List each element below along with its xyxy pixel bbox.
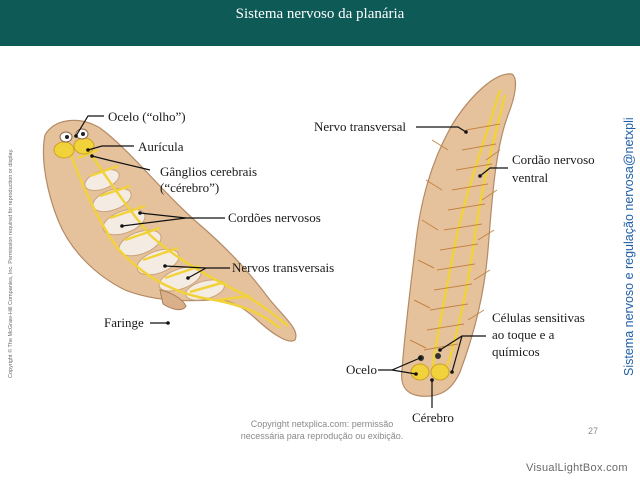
- svg-text:Sistema nervoso e regulação ne: Sistema nervoso e regulação nervosa@netx…: [622, 118, 636, 376]
- label-cordoes: Cordões nervosos: [228, 210, 321, 225]
- right-body: [400, 73, 517, 397]
- left-planaria: [42, 119, 297, 342]
- right-leader-lines: [378, 126, 508, 408]
- sidebar-vertical-text: Sistema nervoso e regulação nervosa@netx…: [622, 118, 636, 376]
- label-faringe: Faringe: [104, 315, 144, 330]
- label-ocelo-right: Ocelo: [346, 362, 377, 377]
- label-auricula: Aurícula: [138, 139, 184, 154]
- footer-line2: necessária para reprodução ou exibição.: [240, 431, 404, 441]
- planaria-diagram: Ocelo (“olho”) Aurícula Gânglios cerebra…: [42, 73, 595, 425]
- page-number: 27: [588, 426, 599, 436]
- left-nerve-cords: [68, 148, 289, 329]
- label-cerebro: Cérebro: [412, 410, 454, 425]
- label-nervo-transversal: Nervo transversal: [314, 119, 406, 134]
- label-cordao-line2: ventral: [512, 170, 548, 185]
- label-cordao-line1: Cordão nervoso: [512, 152, 595, 167]
- copyright-vertical: Copyright © The McGraw-Hill Companies, I…: [7, 148, 14, 378]
- svg-text:Copyright © The McGraw-Hill Co: Copyright © The McGraw-Hill Companies, I…: [7, 148, 14, 378]
- right-planaria: [400, 73, 517, 397]
- label-celulas-line2: ao toque e a: [492, 327, 555, 342]
- right-brain: [410, 353, 450, 381]
- right-transverse-nerves: [409, 123, 501, 351]
- label-ganglios-line1: Gânglios cerebrais: [160, 164, 257, 179]
- right-nerve-cords: [430, 89, 507, 371]
- slide-title: Sistema nervoso da planária: [235, 6, 405, 22]
- watermark: VisualLightBox.com: [526, 462, 628, 474]
- footer-credit: Copyright netxplica.com: permissão neces…: [212, 418, 432, 442]
- label-celulas-line3: químicos: [492, 344, 540, 359]
- label-ocelo-left: Ocelo (“olho”): [108, 109, 186, 124]
- left-pharynx: [159, 289, 187, 311]
- header-bar: Sistema nervoso da planária: [0, 0, 640, 46]
- label-ganglios-line2: (“cérebro”): [160, 180, 219, 195]
- label-nervos: Nervos transversais: [232, 260, 334, 275]
- label-celulas-line1: Células sensitivas: [492, 310, 585, 325]
- left-leader-lines: [75, 115, 230, 324]
- footer-line1: Copyright netxplica.com: permissão: [250, 419, 394, 429]
